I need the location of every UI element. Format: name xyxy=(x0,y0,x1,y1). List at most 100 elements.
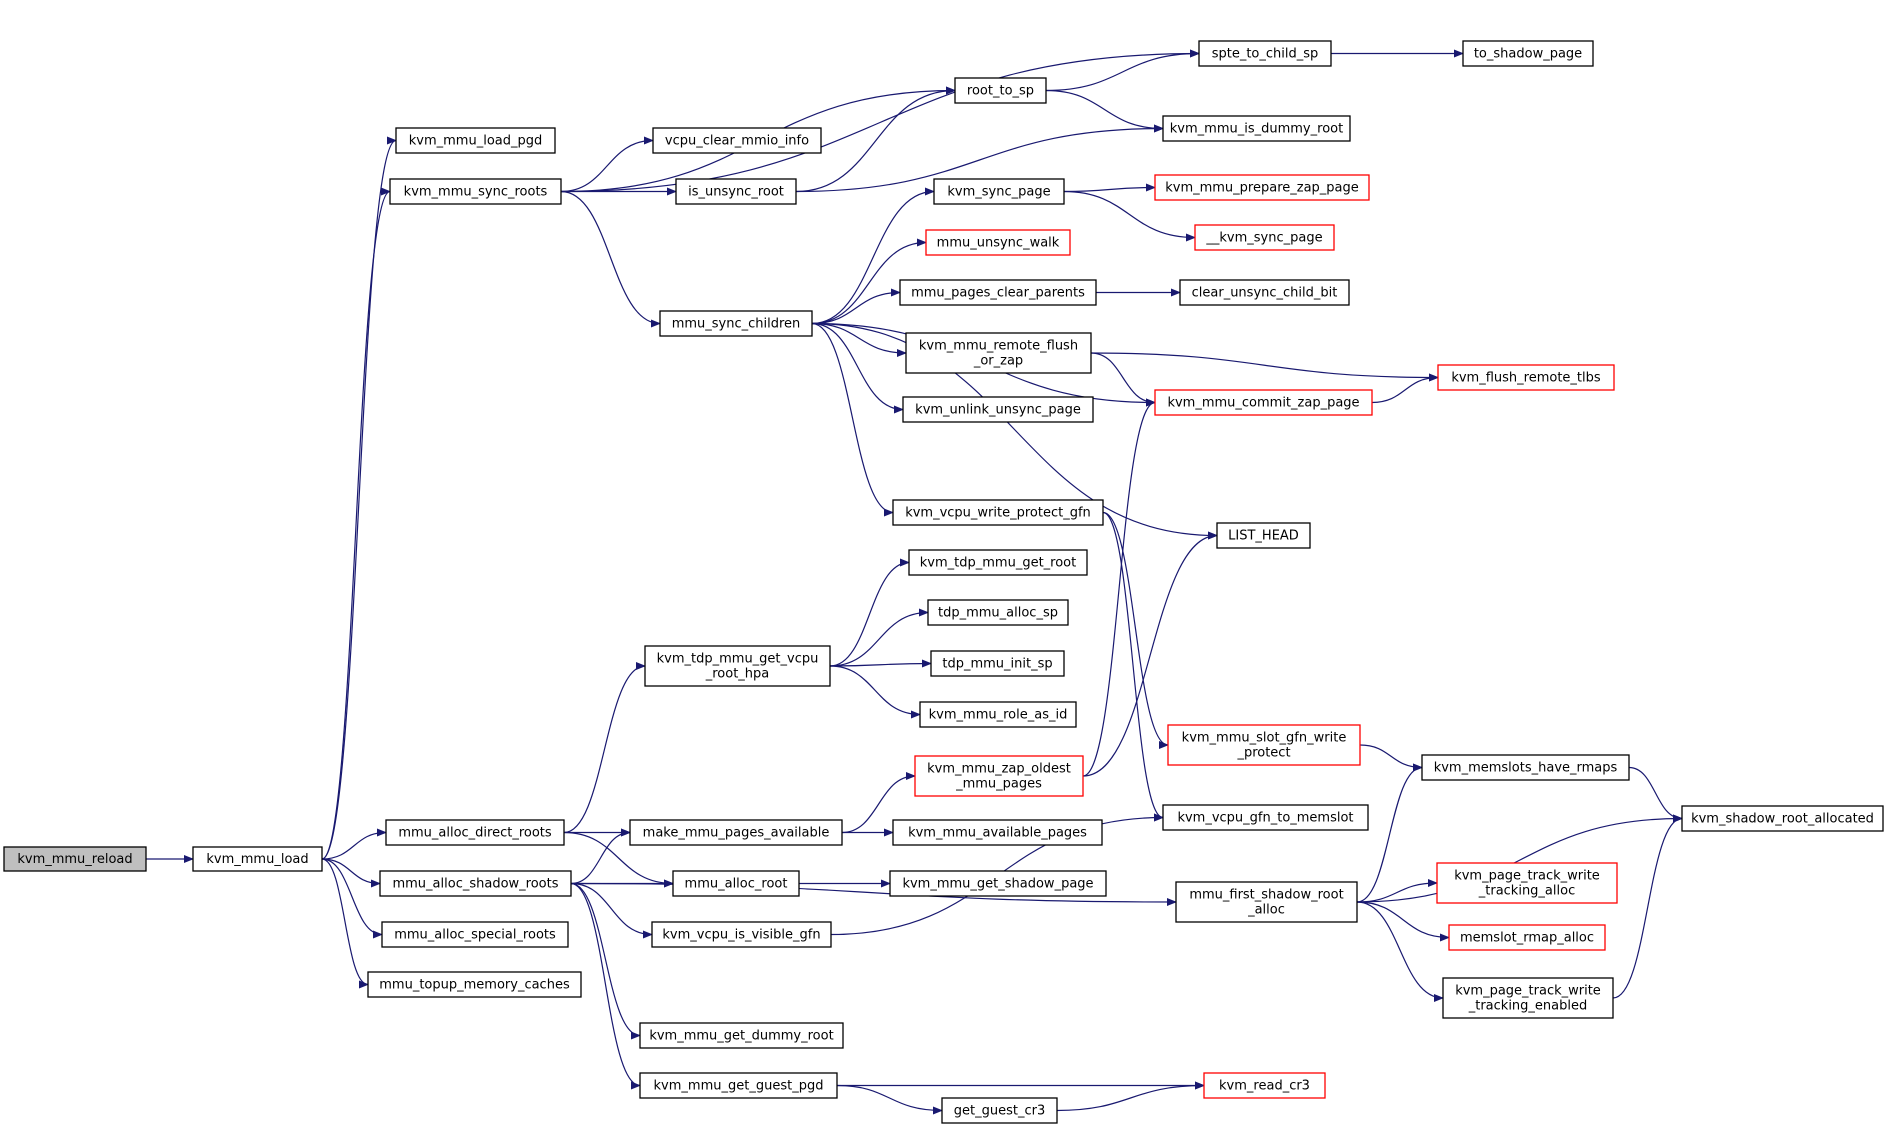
node-kvm_mmu_prepare_zap_page[interactable]: kvm_mmu_prepare_zap_page xyxy=(1154,174,1370,201)
node-box[interactable] xyxy=(905,332,1092,374)
node-mmu_first_shadow_root_alloc[interactable]: mmu_first_shadow_root_alloc xyxy=(1175,881,1358,923)
node-kvm_mmu_reload[interactable]: kvm_mmu_reload xyxy=(3,846,147,872)
node-kvm_vcpu_is_visible_gfn[interactable]: kvm_vcpu_is_visible_gfn xyxy=(651,921,832,948)
node-box[interactable] xyxy=(379,870,572,897)
node-box[interactable] xyxy=(930,650,1065,677)
node-box[interactable] xyxy=(395,127,556,154)
node-box[interactable] xyxy=(908,549,1088,576)
node-kvm_mmu_slot_gfn_write_protect[interactable]: kvm_mmu_slot_gfn_write_protect xyxy=(1167,724,1361,766)
node-box[interactable] xyxy=(1179,279,1350,306)
node-kvm_tdp_mmu_get_vcpu_root_hpa[interactable]: kvm_tdp_mmu_get_vcpu_root_hpa xyxy=(644,645,831,687)
node-kvm_tdp_mmu_get_root[interactable]: kvm_tdp_mmu_get_root xyxy=(908,549,1088,576)
node-box[interactable] xyxy=(1462,40,1594,67)
node-box[interactable] xyxy=(1203,1072,1326,1099)
node-box[interactable] xyxy=(925,229,1071,256)
node-kvm_mmu_available_pages[interactable]: kvm_mmu_available_pages xyxy=(892,819,1103,846)
node-kvm_mmu_role_as_id[interactable]: kvm_mmu_role_as_id xyxy=(919,701,1077,728)
node-get_guest_cr3[interactable]: get_guest_cr3 xyxy=(941,1097,1058,1124)
node-mmu_topup_memory_caches[interactable]: mmu_topup_memory_caches xyxy=(367,971,582,998)
node-box[interactable] xyxy=(629,819,843,846)
node-box[interactable] xyxy=(892,819,1103,846)
node-box[interactable] xyxy=(659,310,813,337)
node-box[interactable] xyxy=(1162,804,1369,831)
node-mmu_pages_clear_parents[interactable]: mmu_pages_clear_parents xyxy=(899,279,1097,306)
node-clear_unsync_child_bit[interactable]: clear_unsync_child_bit xyxy=(1179,279,1350,306)
node-kvm_mmu_zap_oldest_mmu_pages[interactable]: kvm_mmu_zap_oldest_mmu_pages xyxy=(914,755,1084,797)
node-box[interactable] xyxy=(644,645,831,687)
node-box[interactable] xyxy=(651,921,832,948)
node-vcpu_clear_mmio_info[interactable]: vcpu_clear_mmio_info xyxy=(652,127,822,154)
node-LIST_HEAD[interactable]: LIST_HEAD xyxy=(1216,522,1311,549)
node-kvm_memslots_have_rmaps[interactable]: kvm_memslots_have_rmaps xyxy=(1421,754,1630,781)
node-box[interactable] xyxy=(1421,754,1630,781)
node-mmu_alloc_special_roots[interactable]: mmu_alloc_special_roots xyxy=(381,921,569,948)
node-box[interactable] xyxy=(902,396,1094,423)
node-kvm_mmu_load[interactable]: kvm_mmu_load xyxy=(192,846,323,872)
node-root_to_sp[interactable]: root_to_sp xyxy=(954,77,1047,104)
node-__kvm_sync_page[interactable]: __kvm_sync_page xyxy=(1194,224,1335,251)
node-kvm_mmu_is_dummy_root[interactable]: kvm_mmu_is_dummy_root xyxy=(1162,115,1351,142)
node-kvm_sync_page[interactable]: kvm_sync_page xyxy=(933,178,1065,205)
node-box[interactable] xyxy=(1216,522,1311,549)
node-box[interactable] xyxy=(899,279,1097,306)
node-box[interactable] xyxy=(385,819,565,846)
node-box[interactable] xyxy=(1194,224,1335,251)
node-kvm_unlink_unsync_page[interactable]: kvm_unlink_unsync_page xyxy=(902,396,1094,423)
node-box[interactable] xyxy=(954,77,1047,104)
node-box[interactable] xyxy=(3,846,147,872)
node-kvm_mmu_get_guest_pgd[interactable]: kvm_mmu_get_guest_pgd xyxy=(639,1072,838,1099)
node-box[interactable] xyxy=(1436,862,1618,904)
node-box[interactable] xyxy=(919,701,1077,728)
node-tdp_mmu_init_sp[interactable]: tdp_mmu_init_sp xyxy=(930,650,1065,677)
node-kvm_mmu_sync_roots[interactable]: kvm_mmu_sync_roots xyxy=(389,178,562,205)
node-box[interactable] xyxy=(381,921,569,948)
node-make_mmu_pages_available[interactable]: make_mmu_pages_available xyxy=(629,819,843,846)
node-box[interactable] xyxy=(1175,881,1358,923)
node-box[interactable] xyxy=(192,846,323,872)
node-box[interactable] xyxy=(1198,40,1332,67)
node-box[interactable] xyxy=(367,971,582,998)
node-kvm_read_cr3[interactable]: kvm_read_cr3 xyxy=(1203,1072,1326,1099)
node-is_unsync_root[interactable]: is_unsync_root xyxy=(675,178,797,205)
node-box[interactable] xyxy=(892,499,1104,526)
node-mmu_sync_children[interactable]: mmu_sync_children xyxy=(659,310,813,337)
node-kvm_mmu_load_pgd[interactable]: kvm_mmu_load_pgd xyxy=(395,127,556,154)
node-box[interactable] xyxy=(639,1022,844,1049)
node-box[interactable] xyxy=(889,870,1107,897)
node-mmu_unsync_walk[interactable]: mmu_unsync_walk xyxy=(925,229,1071,256)
node-kvm_vcpu_gfn_to_memslot[interactable]: kvm_vcpu_gfn_to_memslot xyxy=(1162,804,1369,831)
node-kvm_vcpu_write_protect_gfn[interactable]: kvm_vcpu_write_protect_gfn xyxy=(892,499,1104,526)
node-box[interactable] xyxy=(1167,724,1361,766)
node-box[interactable] xyxy=(652,127,822,154)
node-box[interactable] xyxy=(675,178,797,205)
node-memslot_rmap_alloc[interactable]: memslot_rmap_alloc xyxy=(1448,924,1606,951)
node-box[interactable] xyxy=(1442,977,1614,1019)
node-box[interactable] xyxy=(914,755,1084,797)
node-kvm_shadow_root_allocated[interactable]: kvm_shadow_root_allocated xyxy=(1681,805,1884,832)
node-kvm_mmu_remote_flush_or_zap[interactable]: kvm_mmu_remote_flush_or_zap xyxy=(905,332,1092,374)
node-box[interactable] xyxy=(941,1097,1058,1124)
node-box[interactable] xyxy=(927,599,1069,626)
node-mmu_alloc_root[interactable]: mmu_alloc_root xyxy=(672,870,800,897)
node-kvm_page_track_write_tracking_alloc[interactable]: kvm_page_track_write_tracking_alloc xyxy=(1436,862,1618,904)
node-box[interactable] xyxy=(672,870,800,897)
node-kvm_page_track_write_tracking_enabled[interactable]: kvm_page_track_write_tracking_enabled xyxy=(1442,977,1614,1019)
node-box[interactable] xyxy=(639,1072,838,1099)
node-box[interactable] xyxy=(389,178,562,205)
node-box[interactable] xyxy=(1154,174,1370,201)
node-kvm_flush_remote_tlbs[interactable]: kvm_flush_remote_tlbs xyxy=(1437,364,1615,391)
node-box[interactable] xyxy=(1162,115,1351,142)
node-kvm_mmu_get_dummy_root[interactable]: kvm_mmu_get_dummy_root xyxy=(639,1022,844,1049)
node-box[interactable] xyxy=(1448,924,1606,951)
node-to_shadow_page[interactable]: to_shadow_page xyxy=(1462,40,1594,67)
node-box[interactable] xyxy=(1681,805,1884,832)
node-box[interactable] xyxy=(1437,364,1615,391)
node-tdp_mmu_alloc_sp[interactable]: tdp_mmu_alloc_sp xyxy=(927,599,1069,626)
node-box[interactable] xyxy=(1154,389,1373,416)
node-box[interactable] xyxy=(933,178,1065,205)
node-kvm_mmu_commit_zap_page[interactable]: kvm_mmu_commit_zap_page xyxy=(1154,389,1373,416)
node-kvm_mmu_get_shadow_page[interactable]: kvm_mmu_get_shadow_page xyxy=(889,870,1107,897)
node-mmu_alloc_shadow_roots[interactable]: mmu_alloc_shadow_roots xyxy=(379,870,572,897)
node-mmu_alloc_direct_roots[interactable]: mmu_alloc_direct_roots xyxy=(385,819,565,846)
node-spte_to_child_sp[interactable]: spte_to_child_sp xyxy=(1198,40,1332,67)
